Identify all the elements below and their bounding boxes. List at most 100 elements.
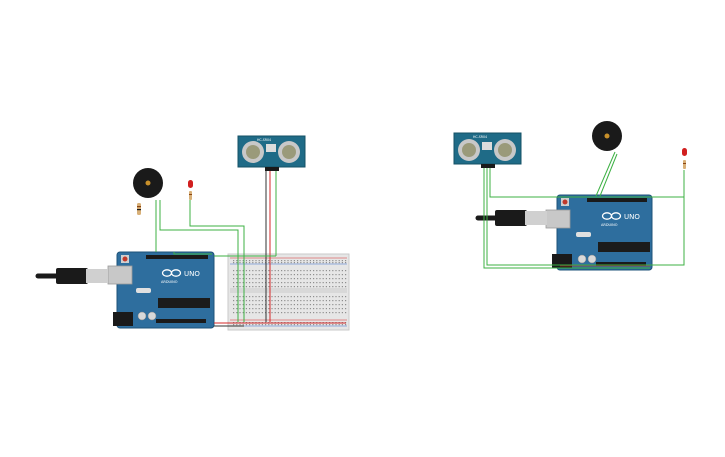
breadboard-hole	[332, 324, 334, 326]
breadboard-hole	[287, 308, 289, 310]
resistor-left[interactable]	[137, 203, 141, 215]
breadboard-hole	[258, 278, 260, 280]
breadboard-hole	[345, 270, 347, 272]
breadboard-hole	[313, 300, 315, 302]
breadboard-hole	[325, 312, 327, 314]
breadboard[interactable]	[227, 253, 350, 331]
breadboard-hole	[281, 262, 283, 264]
breadboard-hole	[341, 278, 343, 280]
breadboard-hole	[306, 270, 308, 272]
breadboard-hole	[261, 312, 263, 314]
breadboard-hole	[242, 270, 244, 272]
breadboard-hole	[293, 300, 295, 302]
breadboard-hole	[303, 278, 305, 280]
breadboard-hole	[319, 274, 321, 276]
breadboard-hole	[303, 308, 305, 310]
breadboard-hole	[281, 270, 283, 272]
breadboard-hole	[341, 260, 343, 262]
breadboard-hole	[313, 262, 315, 264]
breadboard-hole	[239, 296, 241, 298]
breadboard-hole	[293, 304, 295, 306]
breadboard-hole	[277, 312, 279, 314]
breadboard-hole	[258, 304, 260, 306]
ultrasonic-sensor-left[interactable]: HC-SR04	[237, 135, 306, 171]
breadboard-hole	[284, 296, 286, 298]
breadboard-hole	[309, 282, 311, 284]
breadboard-hole	[338, 270, 340, 272]
breadboard-hole	[290, 304, 292, 306]
circuit-left: UNO ARDUINO	[35, 135, 350, 331]
circuit-right: UNO ARDUINO HC-SR04	[453, 121, 687, 271]
breadboard-hole	[245, 282, 247, 284]
breadboard-hole	[258, 282, 260, 284]
breadboard-hole	[249, 270, 251, 272]
breadboard-hole	[249, 300, 251, 302]
breadboard-hole	[313, 312, 315, 314]
breadboard-hole	[335, 262, 337, 264]
breadboard-hole	[345, 260, 347, 262]
breadboard-hole	[341, 304, 343, 306]
breadboard-hole	[290, 296, 292, 298]
breadboard-hole	[274, 282, 276, 284]
breadboard-hole	[325, 260, 327, 262]
breadboard-hole	[329, 274, 331, 276]
piezo-buzzer-left[interactable]	[133, 168, 163, 198]
piezo-buzzer-right[interactable]	[592, 121, 622, 151]
breadboard-hole	[245, 304, 247, 306]
breadboard-hole	[338, 324, 340, 326]
breadboard-hole	[335, 324, 337, 326]
breadboard-hole	[303, 312, 305, 314]
breadboard-hole	[281, 286, 283, 288]
arduino-uno-right[interactable]: UNO ARDUINO	[545, 194, 653, 271]
breadboard-hole	[274, 278, 276, 280]
wires-left	[155, 171, 346, 327]
breadboard-hole	[313, 278, 315, 280]
breadboard-hole	[281, 312, 283, 314]
breadboard-hole	[300, 312, 302, 314]
breadboard-hole	[322, 286, 324, 288]
breadboard-hole	[236, 278, 238, 280]
breadboard-hole	[268, 270, 270, 272]
breadboard-hole	[255, 282, 257, 284]
breadboard-hole	[290, 286, 292, 288]
breadboard-hole	[261, 324, 263, 326]
usb-cable-right[interactable]	[475, 210, 547, 226]
breadboard-hole	[249, 286, 251, 288]
arduino-uno-left[interactable]: UNO ARDUINO	[107, 251, 215, 329]
breadboard-hole	[338, 274, 340, 276]
usb-cable-left[interactable]	[35, 268, 108, 284]
breadboard-hole	[335, 312, 337, 314]
breadboard-hole	[261, 270, 263, 272]
breadboard-hole	[316, 308, 318, 310]
breadboard-hole	[335, 296, 337, 298]
breadboard-hole	[338, 262, 340, 264]
breadboard-hole	[236, 262, 238, 264]
breadboard-hole	[332, 282, 334, 284]
breadboard-hole	[252, 274, 254, 276]
breadboard-hole	[332, 304, 334, 306]
breadboard-hole	[274, 296, 276, 298]
led-red-left[interactable]	[188, 180, 193, 200]
breadboard-hole	[233, 282, 235, 284]
breadboard-hole	[316, 312, 318, 314]
breadboard-hole	[297, 300, 299, 302]
breadboard-hole	[319, 300, 321, 302]
breadboard-hole	[245, 262, 247, 264]
breadboard-hole	[277, 262, 279, 264]
breadboard-hole	[277, 260, 279, 262]
breadboard-hole	[345, 278, 347, 280]
breadboard-hole	[329, 278, 331, 280]
breadboard-hole	[319, 324, 321, 326]
breadboard-hole	[290, 270, 292, 272]
ultrasonic-sensor-right[interactable]: HC-SR04	[453, 132, 522, 168]
breadboard-hole	[335, 308, 337, 310]
breadboard-hole	[242, 300, 244, 302]
breadboard-hole	[252, 324, 254, 326]
breadboard-hole	[242, 312, 244, 314]
breadboard-hole	[335, 270, 337, 272]
breadboard-hole	[300, 286, 302, 288]
breadboard-hole	[325, 286, 327, 288]
led-red-right[interactable]	[682, 148, 687, 169]
breadboard-hole	[239, 300, 241, 302]
